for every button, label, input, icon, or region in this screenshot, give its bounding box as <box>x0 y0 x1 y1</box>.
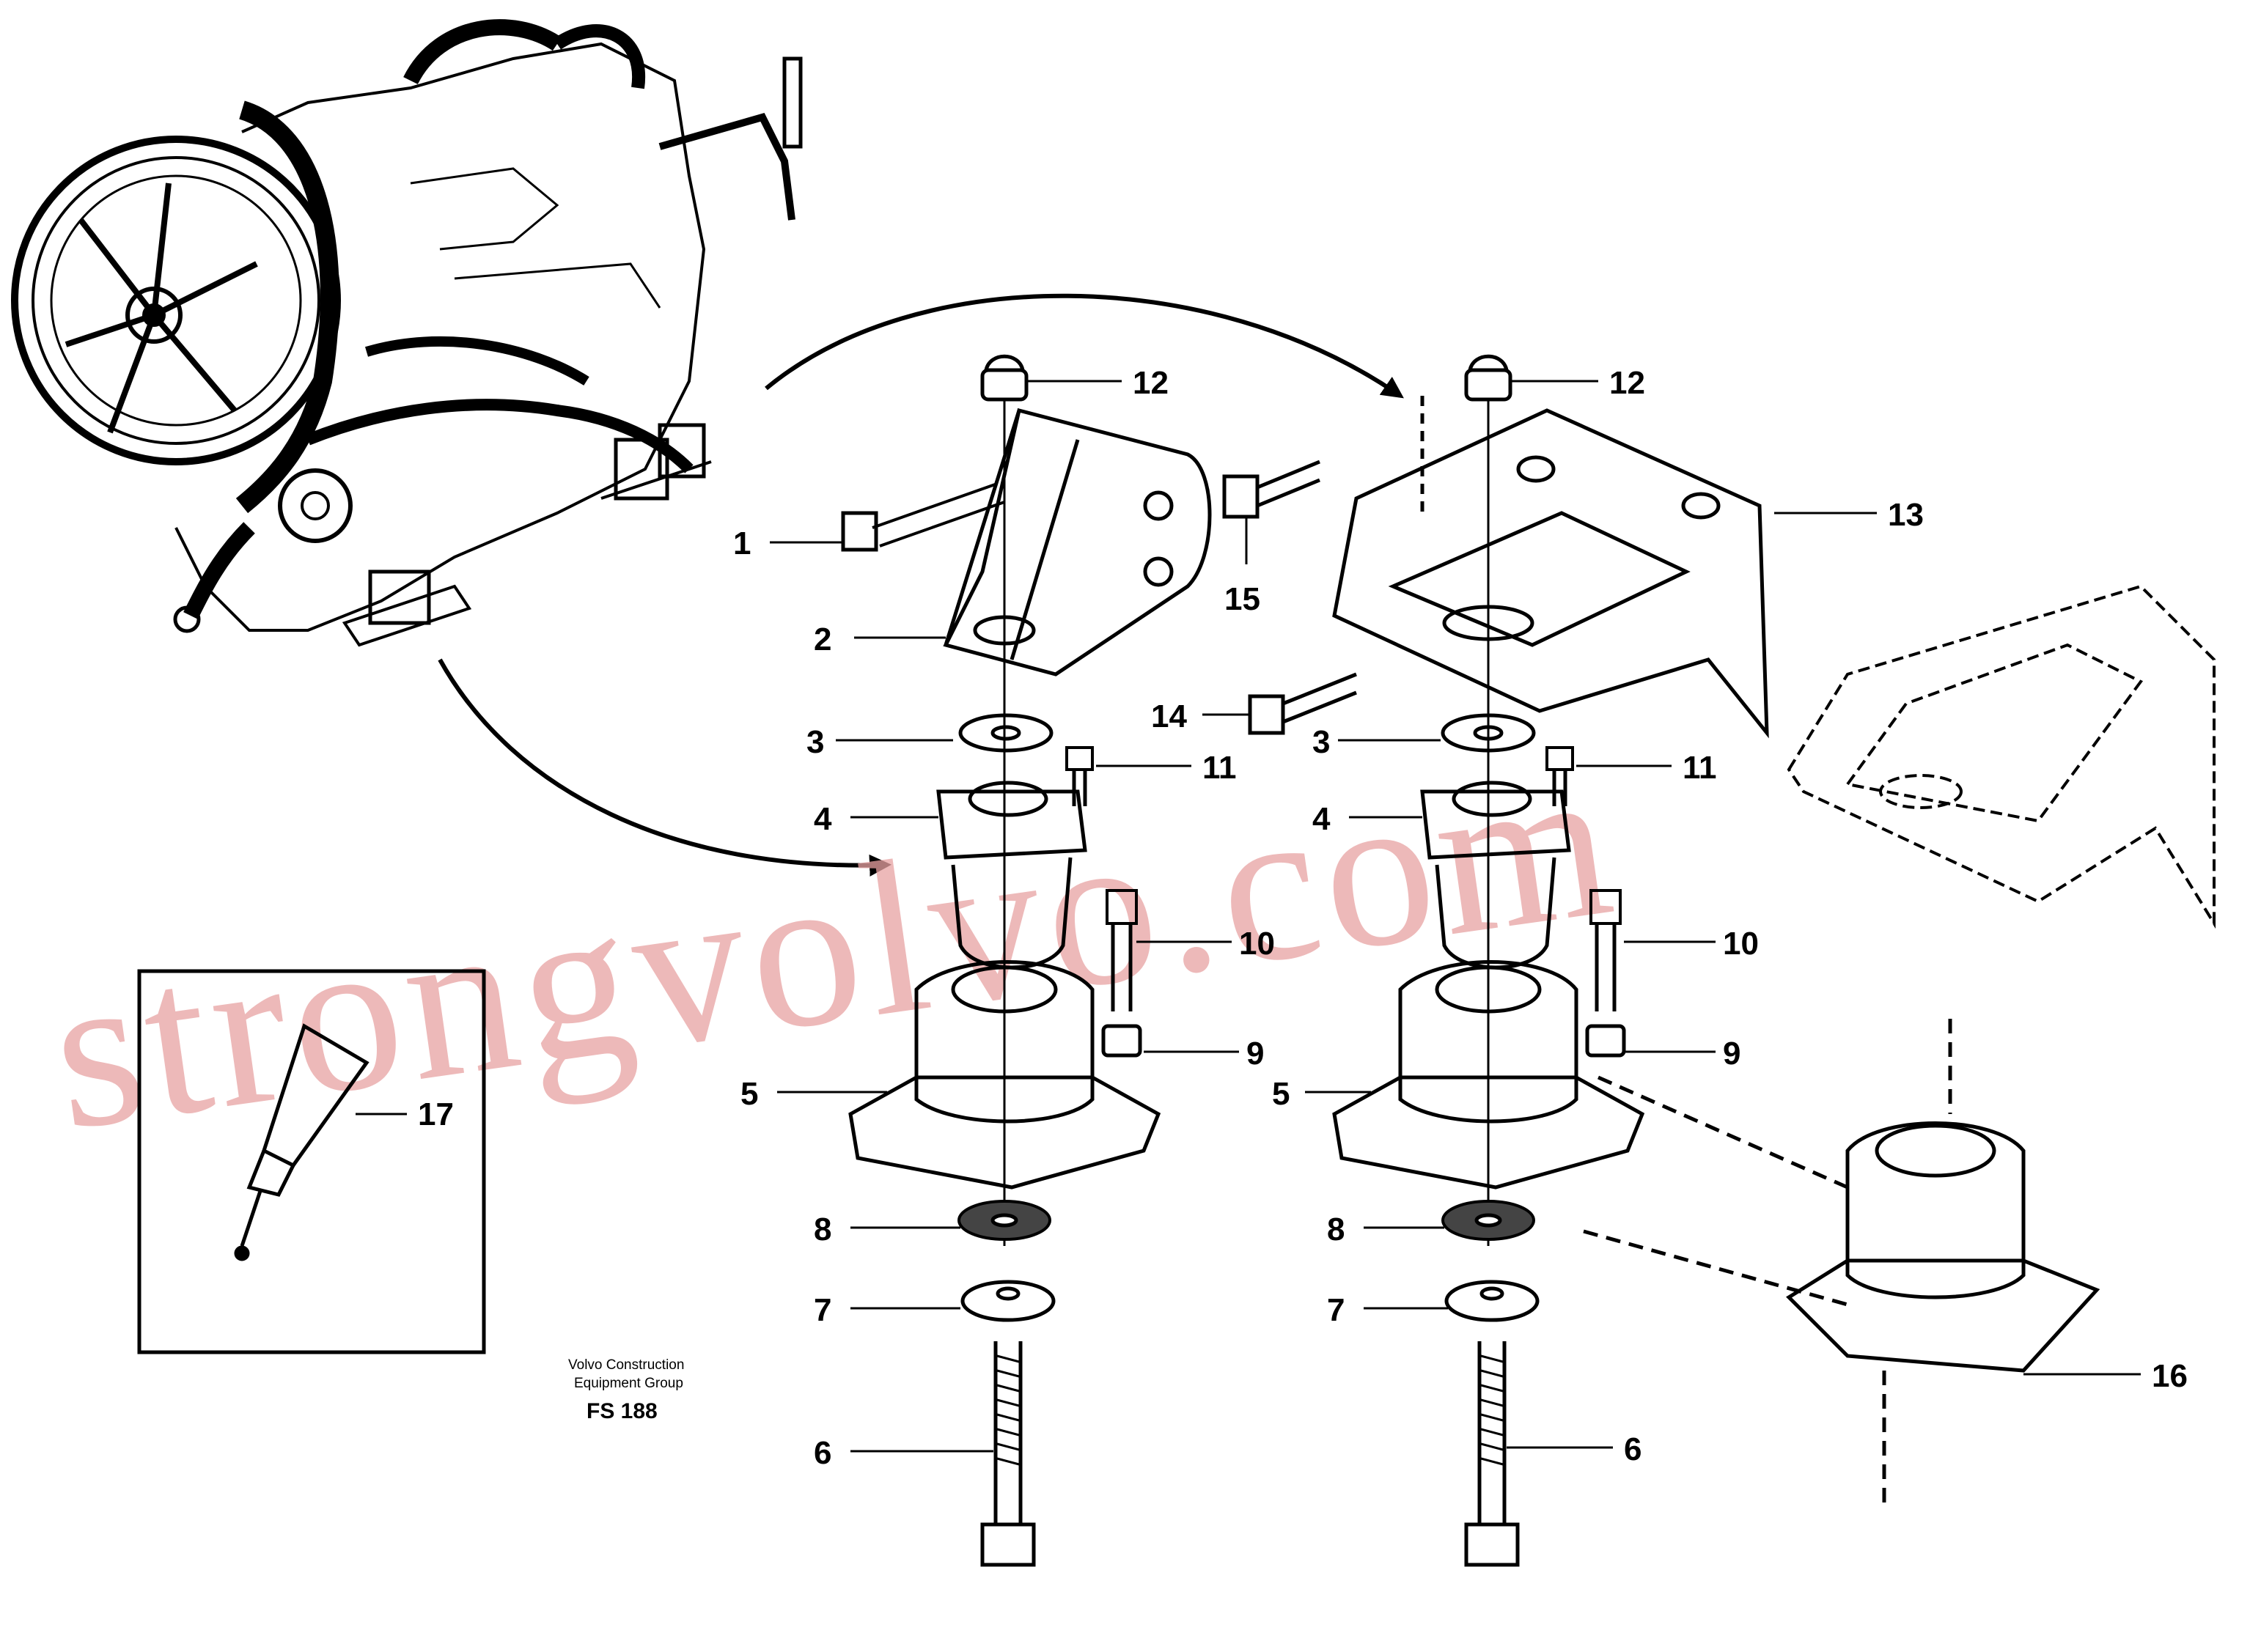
callout-12-right: 12 <box>1609 365 1645 401</box>
callout-12-left: 12 <box>1133 365 1169 401</box>
callout-4-right: 4 <box>1312 801 1331 837</box>
credit-line-2: Equipment Group <box>574 1376 683 1391</box>
callout-1: 1 <box>733 526 751 561</box>
alternate-housing-16 <box>1583 1019 2100 1510</box>
figure-code: FS 188 <box>587 1399 658 1423</box>
callout-10-right: 10 <box>1723 926 1759 962</box>
left-assembly <box>841 354 1212 1567</box>
sealant-inset <box>137 969 486 1354</box>
callout-3-right: 3 <box>1312 724 1330 760</box>
callout-10-left: 10 <box>1239 926 1275 962</box>
callout-2: 2 <box>814 622 831 657</box>
callout-numbers: 1 2 3 4 5 6 7 8 9 10 11 12 3 4 5 6 7 8 9… <box>418 365 2188 1471</box>
credit-block: Volvo Construction Equipment Group FS 18… <box>568 1357 684 1423</box>
callout-11-left: 11 <box>1202 750 1237 786</box>
leader-lines <box>356 380 2141 1453</box>
callout-8-right: 8 <box>1327 1212 1345 1247</box>
callout-17: 17 <box>418 1096 454 1132</box>
callout-5-right: 5 <box>1272 1076 1290 1112</box>
callout-9-right: 9 <box>1723 1036 1740 1072</box>
callout-16: 16 <box>2152 1358 2188 1394</box>
callout-7-left: 7 <box>814 1292 831 1328</box>
sealant-tube-icon <box>234 1023 370 1261</box>
engine-illustration <box>11 19 803 647</box>
callout-5-left: 5 <box>740 1076 758 1112</box>
callout-7-right: 7 <box>1327 1292 1345 1328</box>
credit-line-1: Volvo Construction <box>568 1357 684 1373</box>
callout-15: 15 <box>1224 581 1260 617</box>
arrow-to-right-assembly <box>765 293 1404 399</box>
callout-8-left: 8 <box>814 1212 831 1247</box>
callout-13: 13 <box>1888 497 1924 533</box>
callout-14: 14 <box>1151 698 1187 734</box>
callout-3-left: 3 <box>806 724 824 760</box>
callout-6-left: 6 <box>814 1435 831 1471</box>
callout-6-right: 6 <box>1624 1431 1641 1467</box>
callout-11-right: 11 <box>1683 750 1717 786</box>
alternate-bracket-phantom <box>1787 584 2216 929</box>
right-assembly <box>1222 354 1769 1567</box>
callout-9-left: 9 <box>1246 1036 1264 1072</box>
arrow-to-left-assembly <box>438 658 891 877</box>
callout-4-left: 4 <box>814 801 832 837</box>
